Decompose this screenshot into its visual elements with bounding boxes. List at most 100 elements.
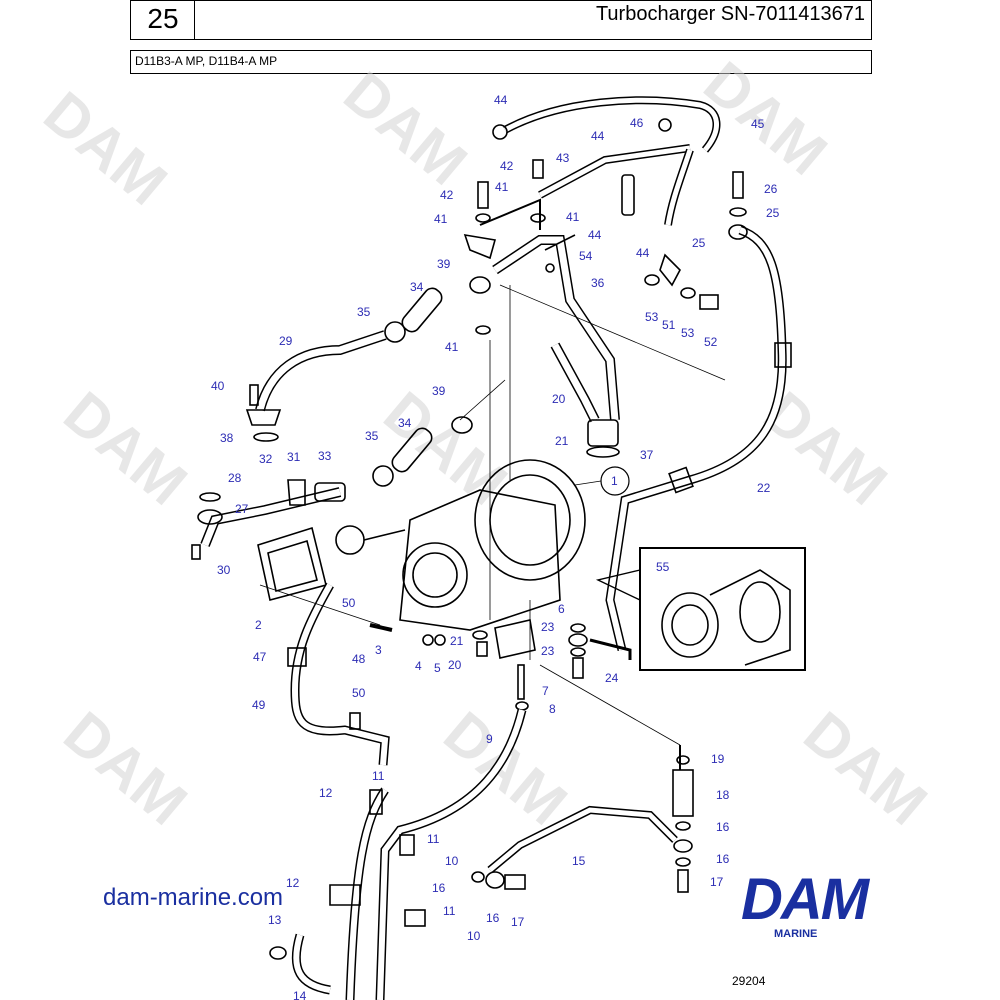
turbo-compressor-housing [474, 459, 586, 581]
bolt-24 [572, 657, 584, 679]
callout-2: 2 [255, 618, 262, 632]
flange-29 [245, 409, 282, 426]
callout-55: 55 [656, 560, 670, 574]
bolt-17a [677, 869, 689, 893]
nut-22 [774, 342, 792, 368]
washer-41c [530, 213, 546, 223]
washer-53a [644, 274, 660, 286]
washer-53b [680, 287, 696, 299]
callout-50: 50 [342, 596, 356, 610]
bolt-40 [249, 384, 259, 406]
callout-53: 53 [645, 310, 659, 324]
washer-21b [472, 630, 488, 640]
fitting-27 [314, 482, 346, 502]
hose-34a [401, 287, 443, 333]
washer-16b [675, 857, 691, 867]
callout-16: 16 [716, 852, 730, 866]
page-title: Turbocharger SN-7011413671 [595, 3, 865, 25]
callout-52: 52 [704, 335, 718, 349]
callout-21: 21 [555, 434, 569, 448]
callout-30: 30 [217, 563, 231, 577]
detail-inset-frame [639, 547, 806, 671]
callout-39: 39 [437, 257, 451, 271]
callout-24: 24 [605, 671, 619, 685]
callout-12: 12 [286, 876, 300, 890]
callout-20: 20 [448, 658, 462, 672]
callout-19: 19 [711, 752, 725, 766]
banjo-16 [673, 839, 693, 853]
engine-models: D11B3-A MP, D11B4-A MP [135, 54, 278, 68]
bolt-52 [699, 294, 719, 310]
turbo-outlet [402, 542, 468, 608]
callout-33: 33 [318, 449, 332, 463]
callout-47: 47 [253, 650, 267, 664]
stud-7 [517, 664, 525, 700]
washer-16a [675, 821, 691, 831]
callout-54: 54 [579, 249, 593, 263]
flange-28 [197, 509, 223, 525]
washer-23a [570, 623, 586, 633]
banjo-25b [728, 224, 748, 240]
clamp-11a [369, 789, 383, 815]
callout-14: 14 [293, 989, 307, 1000]
callout-31: 31 [287, 450, 301, 464]
callout-38: 38 [220, 431, 234, 445]
detail-flange-55 [661, 592, 719, 658]
banjo-fitting [463, 233, 497, 260]
callout-9: 9 [486, 732, 493, 746]
clamp-39b [451, 416, 473, 434]
callout-44: 44 [636, 246, 650, 260]
clamp-47 [287, 647, 307, 667]
bolt-42a [532, 159, 544, 179]
callout-43: 43 [556, 151, 570, 165]
callout-10: 10 [445, 854, 459, 868]
callout-35: 35 [365, 429, 379, 443]
nut-4 [422, 634, 434, 646]
fitting-20b [476, 641, 488, 657]
callout-42: 42 [440, 188, 454, 202]
callout-23: 23 [541, 644, 555, 658]
washer-41b [475, 213, 491, 223]
washer-16c [471, 871, 485, 883]
watermark: DAM [792, 699, 940, 838]
bolt-26 [732, 171, 744, 199]
clip-50 [349, 712, 361, 730]
watermark: DAM [372, 379, 520, 518]
callout-42: 42 [500, 159, 514, 173]
stud-3 [369, 623, 393, 632]
hose-34b [391, 427, 433, 473]
callout-41: 41 [495, 180, 509, 194]
models-box: D11B3-A MP, D11B4-A MP [130, 50, 872, 74]
callout-16: 16 [716, 820, 730, 834]
callout-5: 5 [434, 661, 441, 675]
banjo-16d [485, 871, 505, 889]
callout-50: 50 [352, 686, 366, 700]
clamp-46 [658, 118, 672, 132]
clamp-11c [404, 909, 426, 927]
callout-35: 35 [357, 305, 371, 319]
callout-48: 48 [352, 652, 366, 666]
callout-20: 20 [552, 392, 566, 406]
clamp-11b [399, 834, 415, 856]
callout-15: 15 [572, 854, 586, 868]
callout-labels: 44 45 46 44 42 43 41 42 41 41 44 44 26 2… [211, 93, 780, 1000]
bracket-31 [287, 479, 306, 506]
gasket-2 [257, 526, 327, 601]
callout-27: 27 [235, 502, 249, 516]
bolt-42b [477, 181, 489, 209]
callout-1: 1 [611, 474, 618, 488]
callout-34: 34 [410, 280, 424, 294]
washer-19 [676, 755, 690, 765]
callout-8: 8 [549, 702, 556, 716]
leader-line [499, 284, 726, 381]
drawing-reference: 29204 [732, 974, 766, 988]
brand-name: DAM [740, 867, 869, 932]
callout-25: 25 [766, 206, 780, 220]
callout-25: 25 [692, 236, 706, 250]
gasket-38 [253, 432, 279, 442]
clamp-35b [372, 465, 394, 487]
callout-11: 11 [427, 832, 440, 846]
website-link[interactable]: dam-marine.com [103, 884, 284, 911]
tube-44c [621, 174, 635, 216]
callout-44: 44 [591, 129, 605, 143]
